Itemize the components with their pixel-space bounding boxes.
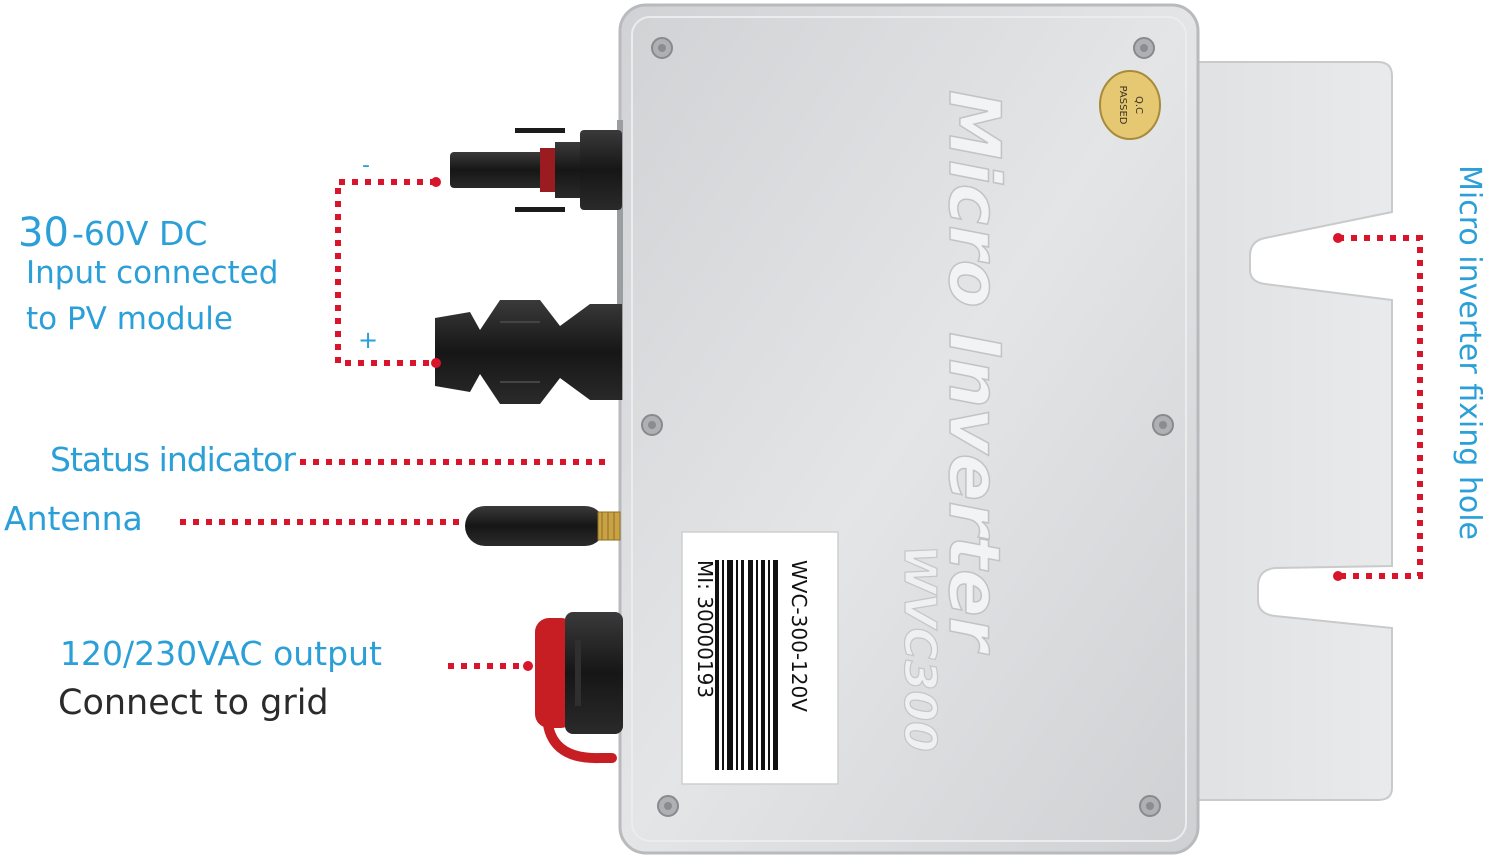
input-label-line2: to PV module [26, 301, 233, 337]
label-serial: MI: 30000193 [693, 560, 717, 698]
dc-voltage-max: -60V DC [72, 214, 208, 253]
fixing-hole-label: Micro inverter fixing hole [1452, 165, 1487, 540]
status-indicator-label: Status indicator [50, 440, 296, 479]
pv-positive-connector [435, 300, 622, 404]
barcode-icon [715, 560, 778, 770]
callout-lines [180, 179, 1423, 669]
qc-line1: Q.C [1133, 96, 1144, 114]
antenna-icon [465, 506, 621, 546]
qc-line2: PASSED [1117, 86, 1128, 125]
barcode-label: MI: 30000193 WVC-300-120V [681, 531, 839, 785]
connect-grid-label: Connect to grid [58, 683, 329, 723]
dc-callout-line [335, 179, 436, 366]
device-title: Micro Inverter [933, 90, 1015, 656]
mounting-bracket [1169, 61, 1393, 801]
pv-negative-connector [450, 128, 622, 212]
device-model: WVC300 [894, 545, 945, 752]
antenna-label: Antenna [4, 499, 143, 538]
screw-icon [641, 37, 1174, 817]
negative-sign: - [362, 153, 370, 178]
qc-passed-sticker: Q.C PASSED [1099, 70, 1161, 140]
ac-output-connector [535, 612, 623, 764]
positive-sign: + [358, 326, 379, 354]
dc-voltage-min: 30 [18, 210, 69, 256]
label-model: WVC-300-120V [787, 560, 811, 712]
fixing-hole-callout-line [1338, 235, 1423, 579]
input-label-line1: Input connected [26, 255, 279, 291]
ac-output-label: 120/230VAC output [60, 634, 382, 673]
